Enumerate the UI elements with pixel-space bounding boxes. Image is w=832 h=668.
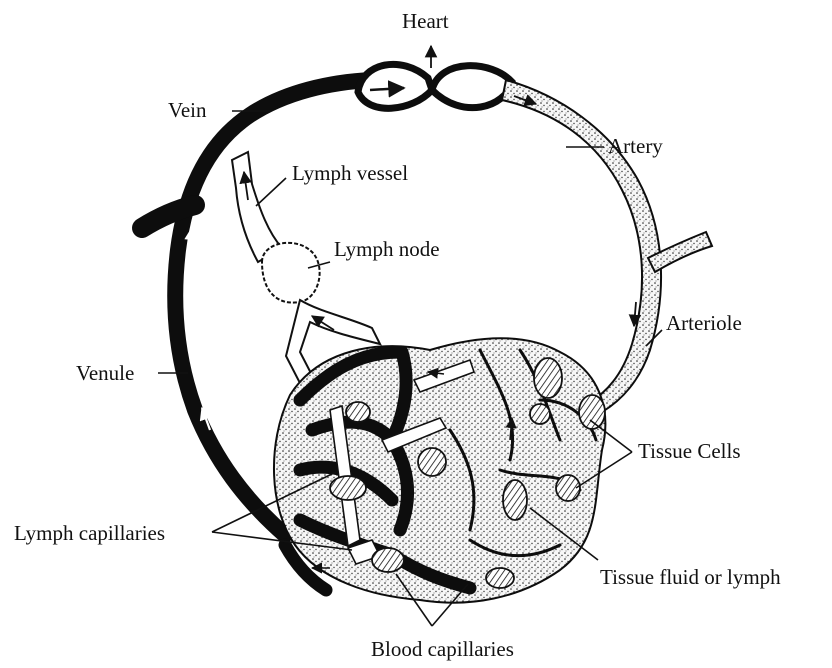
heart-left-chamber [358,64,432,108]
heart-right-chamber [432,66,512,108]
label-tissue-fluid: Tissue fluid or lymph [600,565,781,589]
label-blood-capillaries: Blood capillaries [371,637,514,661]
label-lymph-node: Lymph node [334,237,440,261]
tissue-cell [418,448,446,476]
label-venule: Venule [76,361,134,385]
label-lymph-vessel: Lymph vessel [292,161,408,185]
tissue-cell [486,568,514,588]
tissue-cell [346,402,370,422]
capillary-bed [274,338,605,603]
leader-lymph-vessel [256,178,286,206]
vein-arrow-upper [190,228,192,250]
tissue-cell [530,404,550,424]
label-heart: Heart [402,9,449,33]
lymph-node [262,243,320,303]
arteriole-arrow [634,302,636,326]
label-artery: Artery [608,134,663,158]
tissue-cell [534,358,562,398]
tissue-cell [330,476,366,500]
label-arteriole: Arteriole [666,311,742,335]
label-vein: Vein [168,98,207,122]
tissue-cell [372,548,404,572]
tissue-cell [579,395,605,429]
label-lymph-capillaries: Lymph capillaries [14,521,165,545]
tissue-cell [503,480,527,520]
label-tissue-cells: Tissue Cells [638,439,741,463]
